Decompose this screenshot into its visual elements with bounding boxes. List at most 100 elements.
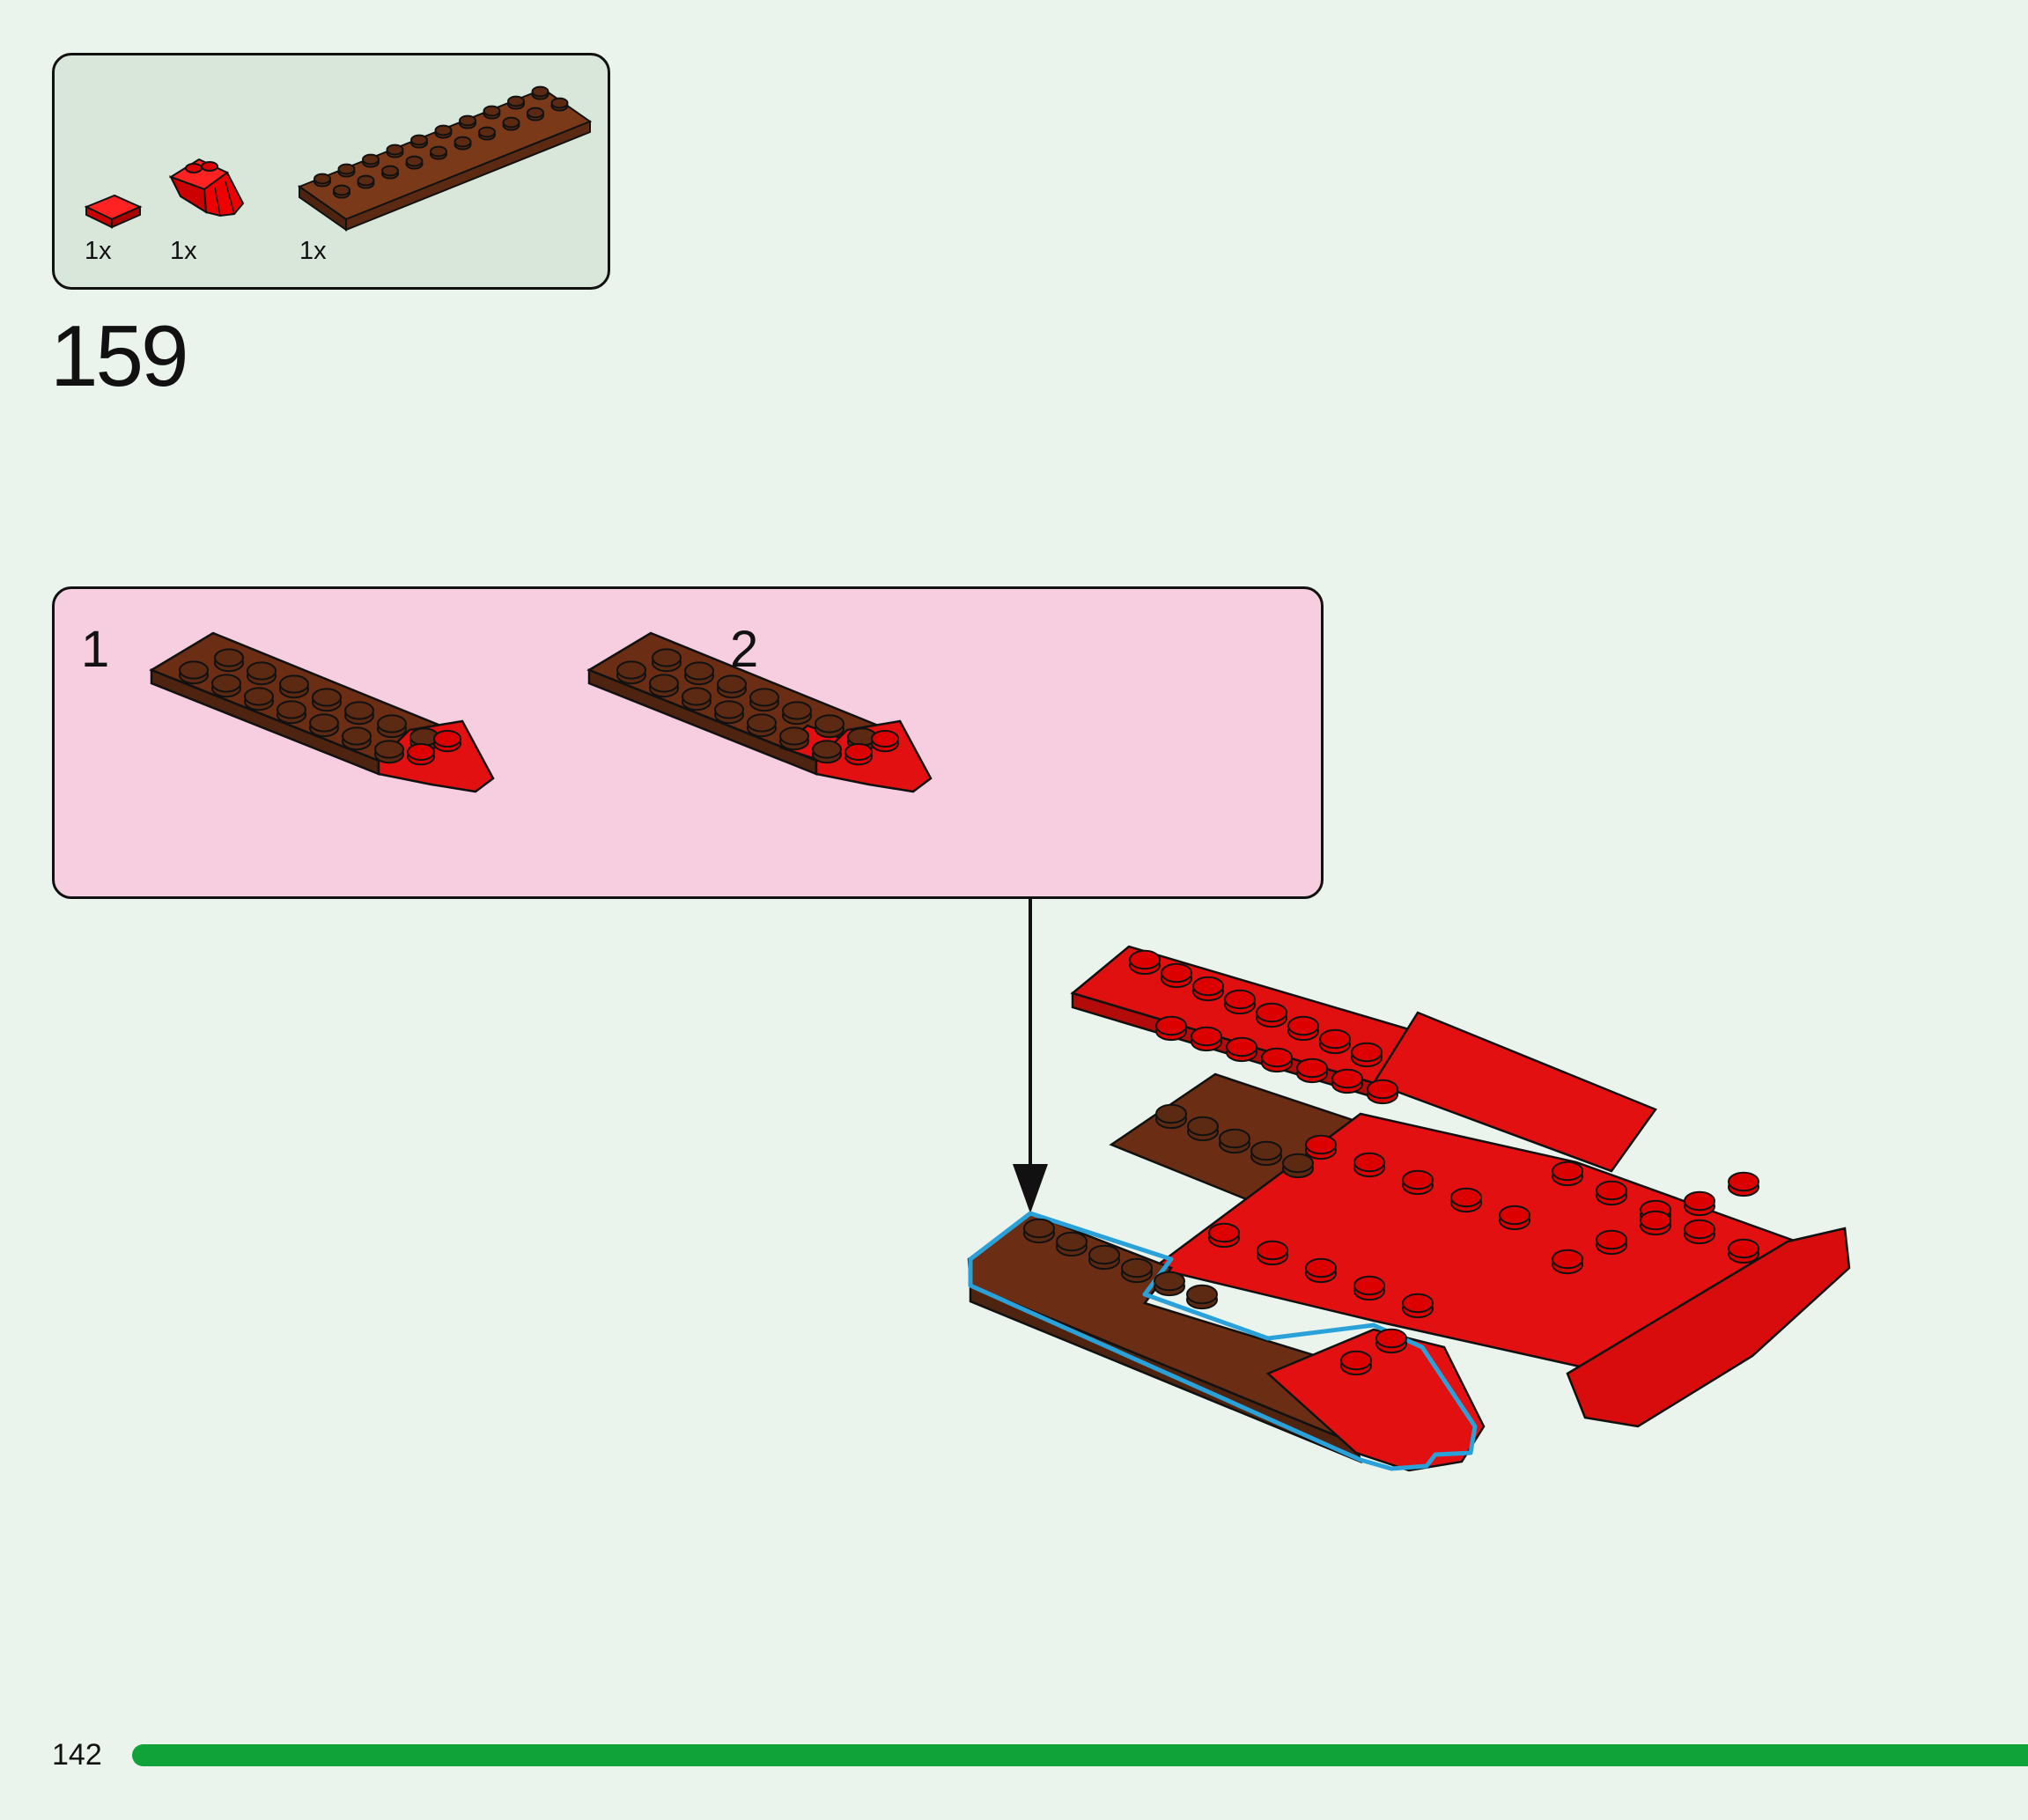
- sub-assembly-box: 1 2: [52, 586, 1324, 899]
- stud-icon: [211, 674, 241, 698]
- stud-icon: [247, 661, 277, 686]
- stud-icon: [1192, 976, 1224, 1002]
- stud-icon: [277, 700, 306, 725]
- stud-icon: [1191, 1026, 1222, 1052]
- stud-icon: [1450, 1187, 1482, 1213]
- stud-icon: [1282, 1153, 1314, 1179]
- stud-icon: [1287, 1015, 1319, 1042]
- stud-icon: [1367, 1079, 1398, 1105]
- stud-icon: [1186, 1284, 1218, 1310]
- page-number: 142: [52, 1738, 102, 1772]
- step-number: 159: [50, 307, 189, 404]
- stud-icon: [244, 687, 274, 711]
- stud-icon: [1261, 1047, 1293, 1073]
- stud-icon: [1684, 1219, 1715, 1245]
- part-quantity-2: 1x: [170, 237, 197, 265]
- stud-icon: [1684, 1190, 1715, 1217]
- stud-icon: [1351, 1042, 1383, 1068]
- parts-list-box: 1x 1x 1x: [52, 53, 610, 290]
- stud-icon: [1154, 1271, 1185, 1297]
- stud-icon: [214, 648, 244, 673]
- stud-icon: [1375, 1328, 1407, 1354]
- stud-icon: [1257, 1240, 1288, 1266]
- stud-icon: [337, 163, 356, 178]
- stud-icon: [1161, 962, 1192, 989]
- stud-icon: [1088, 1244, 1120, 1271]
- stud-icon: [1319, 1028, 1351, 1055]
- stud-icon: [1187, 1116, 1219, 1142]
- stud-icon: [434, 124, 453, 139]
- stud-icon: [531, 85, 549, 100]
- stud-icon: [1728, 1238, 1759, 1264]
- stud-icon: [381, 165, 399, 180]
- stud-icon: [1340, 1350, 1372, 1376]
- part-quantity-3: 1x: [299, 237, 327, 265]
- stud-icon: [1402, 1293, 1434, 1319]
- stud-icon: [1023, 1218, 1055, 1244]
- brown-plate-studs: [313, 85, 569, 199]
- main-model: [967, 945, 1851, 1472]
- stud-icon: [309, 713, 339, 738]
- stud-icon: [682, 687, 712, 711]
- stud-icon: [430, 145, 447, 160]
- stud-icon: [1129, 949, 1161, 976]
- stud-icon: [1226, 1036, 1257, 1063]
- stud-icon: [1596, 1229, 1627, 1256]
- stud-icon: [478, 126, 496, 141]
- stud-icon: [1552, 1249, 1583, 1275]
- stud-icon: [714, 700, 744, 725]
- stud-icon: [279, 674, 309, 699]
- parts-illustration: [84, 85, 593, 232]
- red-tile-part-icon: [84, 194, 143, 229]
- stud-icon: [179, 660, 209, 685]
- stud-icon: [1121, 1257, 1153, 1284]
- stud-icon: [871, 730, 899, 753]
- stud-icon: [1296, 1057, 1328, 1084]
- stud-icon: [344, 701, 374, 726]
- stud-icon: [1250, 1140, 1282, 1167]
- stud-icon: [313, 173, 331, 188]
- stud-icon: [377, 714, 407, 739]
- stud-icon: [616, 660, 646, 685]
- stud-icon: [652, 648, 682, 673]
- stud-icon: [1552, 1161, 1583, 1187]
- stud-icon: [749, 688, 779, 712]
- part-quantity-1: 1x: [85, 237, 112, 265]
- stud-icon: [1219, 1128, 1250, 1154]
- stud-icon: [407, 743, 435, 766]
- stud-icon: [1305, 1134, 1337, 1161]
- stud-icon: [1256, 1002, 1287, 1028]
- stud-icon: [362, 153, 380, 168]
- sub-assembly-2-model: [586, 631, 933, 793]
- stud-icon: [1402, 1169, 1434, 1196]
- stud-icon: [1499, 1205, 1530, 1231]
- progress-bar: [132, 1744, 2028, 1766]
- sub-assembly-illustration: [149, 631, 933, 793]
- sub-step-number-1: 1: [81, 621, 110, 678]
- stud-icon: [1305, 1257, 1337, 1284]
- stud-icon: [1155, 1015, 1187, 1042]
- placement-arrow-icon: [1013, 899, 1048, 1213]
- stud-icon: [1353, 1152, 1385, 1178]
- stud-icon: [507, 95, 525, 110]
- stud-icon: [1640, 1210, 1671, 1236]
- stud-icon: [502, 116, 520, 131]
- stud-icon: [405, 155, 424, 170]
- stud-icon: [779, 726, 809, 751]
- stud-icon: [374, 740, 404, 764]
- stud-icon: [1056, 1231, 1088, 1257]
- stud-icon: [459, 114, 476, 129]
- stud-icon: [1728, 1171, 1759, 1197]
- stud-icon: [342, 726, 372, 751]
- stud-icon: [550, 97, 569, 112]
- stud-icon: [782, 701, 812, 726]
- stud-icon: [386, 144, 404, 158]
- stud-icon: [1596, 1180, 1627, 1206]
- stud-icon: [649, 674, 679, 698]
- brown-plate-part-icon: [297, 87, 593, 232]
- stud-icon: [483, 105, 501, 120]
- sub-assembly-1-model: [149, 631, 495, 793]
- stud-icon: [433, 730, 461, 753]
- stud-icon: [717, 674, 747, 699]
- main-model-studs: [1023, 949, 1759, 1376]
